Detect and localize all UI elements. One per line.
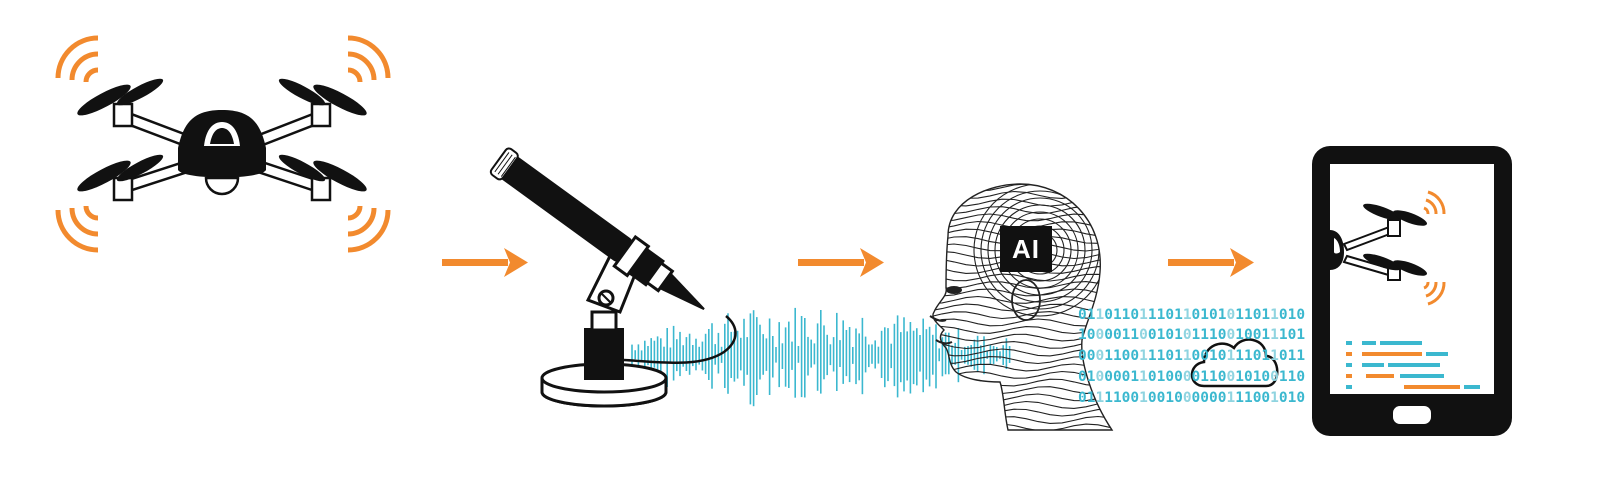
binary-row: 00011001110110010111011011 [1078, 348, 1306, 364]
arrow-right-icon [1168, 248, 1254, 277]
tablet-icon [1312, 146, 1512, 436]
binary-data-icon: 01101101110110101011011010 1000011001010… [1078, 306, 1310, 418]
arrow-right-icon [442, 248, 528, 277]
drone-icon [55, 35, 391, 253]
sound-wave-icon [631, 307, 1011, 407]
binary-row: 10000110010101110010011101 [1078, 327, 1306, 343]
binary-row: 01000011010000110010100110 [1078, 369, 1306, 385]
microphone-icon [489, 147, 737, 408]
screen-drone-icon [1330, 190, 1446, 306]
cloud-icon [1190, 338, 1279, 388]
binary-row: 01101101110110101011011010 [1078, 307, 1306, 323]
binary-row: 01111001001000000111001010 [1078, 390, 1306, 406]
drone-signal-icon [55, 35, 391, 253]
arrow-right-icon [798, 248, 884, 277]
screen-code-lines [1346, 341, 1480, 389]
ai-badge: AI [1000, 226, 1052, 272]
